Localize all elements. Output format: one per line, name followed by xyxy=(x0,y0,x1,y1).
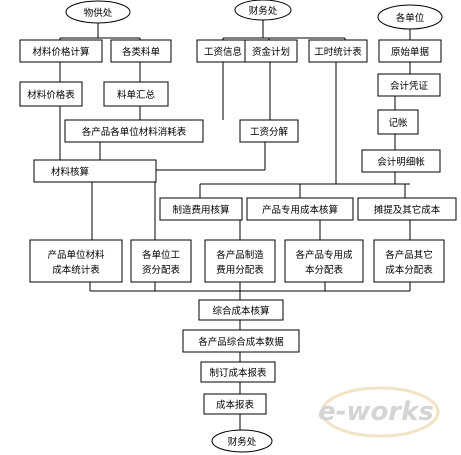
svg-text:成本统计表: 成本统计表 xyxy=(52,264,100,276)
node-product-unit-material-cost-stats: 产品单位材料 成本统计表 xyxy=(29,239,123,283)
node-fund-plan: 资金计划 xyxy=(244,39,298,63)
svg-text:各单位工: 各单位工 xyxy=(142,249,181,261)
svg-text:工时统计表: 工时统计表 xyxy=(314,46,362,58)
svg-text:材料核算: 材料核算 xyxy=(51,166,89,178)
node-material-price-table: 材料价格表 xyxy=(19,81,83,107)
svg-text:资分配表: 资分配表 xyxy=(142,264,181,276)
node-salary-allocation: 工资分解 xyxy=(239,119,299,143)
node-product-dedicated-cost-allocation: 各产品专用成 本分配表 xyxy=(284,239,364,283)
svg-text:各单位: 各单位 xyxy=(396,12,425,24)
node-material-list-types: 各类料单 xyxy=(110,39,172,63)
node-material-accounting: 材料核算 xyxy=(33,159,157,183)
node-accounting-voucher: 会计凭证 xyxy=(377,73,441,97)
svg-text:物供处: 物供处 xyxy=(84,7,113,19)
node-manufacturing-cost-accounting: 制造费用核算 xyxy=(159,197,243,221)
watermark-brand: e-works xyxy=(318,397,434,427)
svg-text:原始单据: 原始单据 xyxy=(391,46,430,58)
svg-text:各类料单: 各类料单 xyxy=(122,46,161,58)
svg-text:摊提及其它成本: 摊提及其它成本 xyxy=(374,204,441,216)
svg-text:会计明细帐: 会计明细帐 xyxy=(377,156,425,168)
node-supply-dept: 物供处 xyxy=(65,0,131,24)
node-comprehensive-cost-accounting: 综合成本核算 xyxy=(198,299,284,321)
svg-text:成本报表: 成本报表 xyxy=(216,399,255,411)
svg-text:各产品各单位材料消耗表: 各产品各单位材料消耗表 xyxy=(82,126,187,138)
svg-text:料单汇总: 料单汇总 xyxy=(117,89,156,101)
node-bookkeeping: 记帐 xyxy=(377,109,419,135)
node-finance-dept-end: 财务处 xyxy=(211,429,273,453)
svg-text:综合成本核算: 综合成本核算 xyxy=(212,305,269,317)
svg-text:会计凭证: 会计凭证 xyxy=(390,80,429,92)
eworks-watermark-logo: e-works xyxy=(318,386,440,438)
node-amortization-other-costs: 摊提及其它成本 xyxy=(357,197,457,221)
node-salary-info: 工资信息 xyxy=(196,39,250,63)
node-work-hours-stats: 工时统计表 xyxy=(308,39,368,63)
node-product-dedicated-cost-accounting: 产品专用成本核算 xyxy=(246,197,354,221)
svg-text:材料价格表: 材料价格表 xyxy=(27,89,75,101)
svg-text:产品专用成本核算: 产品专用成本核算 xyxy=(262,204,338,216)
node-product-manufacturing-cost-allocation: 各产品制造 费用分配表 xyxy=(204,239,276,283)
node-material-price-calc: 材料价格计算 xyxy=(19,39,103,63)
svg-text:各产品其它: 各产品其它 xyxy=(385,249,433,261)
node-product-unit-material-consumption: 各产品各单位材料消耗表 xyxy=(64,119,204,143)
svg-text:本分配表: 本分配表 xyxy=(305,264,344,276)
svg-text:各产品专用成: 各产品专用成 xyxy=(295,249,353,261)
svg-text:各产品制造: 各产品制造 xyxy=(216,249,264,261)
node-product-other-cost-allocation: 各产品其它 成本分配表 xyxy=(373,239,445,283)
node-unit-salary-allocation: 各单位工 资分配表 xyxy=(130,239,192,283)
node-cost-report: 成本报表 xyxy=(203,393,267,415)
svg-text:各产品综合成本数据: 各产品综合成本数据 xyxy=(198,336,284,348)
svg-text:材料价格计算: 材料价格计算 xyxy=(32,46,89,58)
svg-text:制订成本报表: 制订成本报表 xyxy=(209,367,267,379)
node-material-list-summary: 料单汇总 xyxy=(103,81,169,107)
svg-text:财务处: 财务处 xyxy=(249,5,278,17)
node-accounting-detail-ledger: 会计明细帐 xyxy=(361,149,441,173)
node-each-unit: 各单位 xyxy=(377,4,443,30)
node-finance-dept: 财务处 xyxy=(234,0,292,21)
svg-text:工资信息: 工资信息 xyxy=(204,46,242,58)
node-product-comprehensive-cost-data: 各产品综合成本数据 xyxy=(182,329,300,353)
svg-text:资金计划: 资金计划 xyxy=(252,46,290,58)
node-compile-cost-report: 制订成本报表 xyxy=(200,361,276,383)
svg-text:成本分配表: 成本分配表 xyxy=(385,264,433,276)
svg-text:制造费用核算: 制造费用核算 xyxy=(172,204,229,216)
svg-text:工资分解: 工资分解 xyxy=(250,126,289,138)
node-original-documents: 原始单据 xyxy=(378,39,442,63)
svg-text:产品单位材料: 产品单位材料 xyxy=(47,249,105,261)
svg-text:费用分配表: 费用分配表 xyxy=(216,264,264,276)
svg-text:财务处: 财务处 xyxy=(228,436,257,448)
svg-text:记帐: 记帐 xyxy=(388,117,408,129)
